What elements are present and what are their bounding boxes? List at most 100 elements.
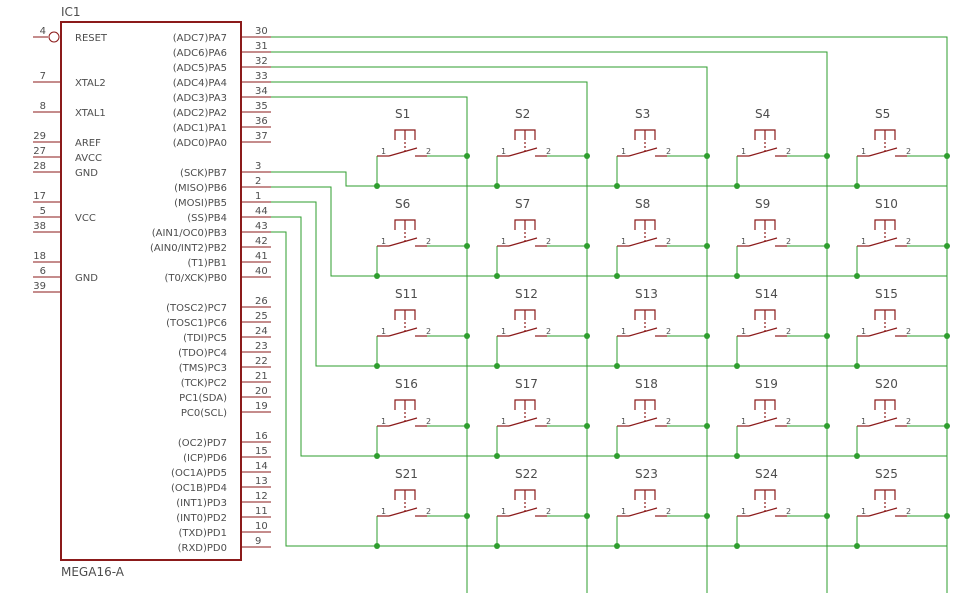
pin-label: (INT1)PD3 [176,498,227,509]
junction-dot [374,363,380,369]
switch-contact [868,327,898,337]
pin-label: (TDO)PC4 [178,348,227,359]
ic-right-pin: 16(OC2)PD7 [178,431,271,449]
switch-contact [748,147,778,157]
junction-dot [374,543,380,549]
ic-left-pin: 18 [33,251,61,263]
pin-number: 30 [255,26,268,37]
junction-dot [614,273,620,279]
junction-dot [464,153,470,159]
switch-pin1-label: 1 [741,327,746,336]
switch-pin1-label: 1 [381,237,386,246]
switch-pin2-label: 2 [906,237,911,246]
switch-label: S4 [755,107,770,121]
pin-number: 43 [255,221,268,232]
junction-dot [374,453,380,459]
inversion-bubble [48,31,60,43]
junction-dot [494,543,500,549]
ic-right-pin: 26(TOSC2)PC7 [166,296,271,314]
junction-dot [704,333,710,339]
pin-number: 14 [255,461,268,472]
pin-label: (OC2)PD7 [178,438,227,449]
switch-pin2-label: 2 [786,237,791,246]
pin-label: (TMS)PC3 [179,363,227,374]
ic-right-pin: 3(SCK)PB7 [180,161,271,179]
pin-label: (TDI)PC5 [183,333,227,344]
switch-pin1-label: 1 [621,147,626,156]
junction-dot [494,183,500,189]
junction-dot [824,153,830,159]
pin-label: (OC1B)PD4 [171,483,227,494]
junction-dot [854,363,860,369]
switch-pin2-label: 2 [426,237,431,246]
switch-pin1-label: 1 [741,507,746,516]
switch-contact [748,237,778,247]
ic-right-pin: 25(TOSC1)PC6 [166,311,271,329]
ic-mega16: IC1MEGA16-A4RESET7XTAL28XTAL129AREF27AVC… [33,5,271,579]
switch-pin2-label: 2 [666,147,671,156]
pin-label: (T0/XCK)PB0 [164,273,227,284]
ic-right-pin: 32(ADC5)PA5 [173,56,271,74]
ic-right-pin: 24(TDI)PC5 [183,326,271,344]
pin-number: 42 [255,236,268,247]
junction-dot [614,543,620,549]
pin-number: 11 [255,506,268,517]
switch-label: S18 [635,377,658,391]
junction-dot [824,513,830,519]
pin-label: (TOSC2)PC7 [166,303,227,314]
junction-dot [944,333,950,339]
switch-pin1-label: 1 [741,417,746,426]
switch-contact [748,417,778,427]
pin-label: (ICP)PD6 [183,453,227,464]
ic-right-pin: 42(AIN0/INT2)PB2 [150,236,271,254]
pin-label: AVCC [75,153,102,164]
pin-label: (TOSC1)PC6 [166,318,227,329]
pin-label: (ADC1)PA1 [173,123,227,134]
switch-pin2-label: 2 [786,507,791,516]
switch-label: S11 [395,287,418,301]
switch-pin2-label: 2 [906,417,911,426]
junction-dot [584,243,590,249]
junction-dot [704,153,710,159]
switch-contact [388,507,418,517]
junction-dot [734,363,740,369]
ic-right-pin: 34(ADC3)PA3 [173,86,271,104]
pin-number: 21 [255,371,268,382]
junction-dot [374,183,380,189]
pin-number: 1 [255,191,261,202]
pin-number: 6 [40,266,46,277]
ic-left-pin: 38 [33,221,61,233]
switch-pin1-label: 1 [501,507,506,516]
ic-right-pin: 35(ADC2)PA2 [173,101,271,119]
pin-number: 31 [255,41,268,52]
switch-pin1-label: 1 [741,237,746,246]
pin-number: 12 [255,491,268,502]
wires [271,36,948,593]
ic-left-pin: 17 [33,191,61,203]
junction-dot [464,423,470,429]
switch-contact [388,327,418,337]
switch-pin1-label: 1 [501,417,506,426]
pin-label: (TCK)PC2 [181,378,227,389]
pin-number: 27 [33,146,46,157]
switch-label: S19 [755,377,778,391]
pin-label: GND [75,273,98,284]
switch-contact [388,417,418,427]
junction-dot [704,423,710,429]
switch-contact [868,417,898,427]
switch-pin2-label: 2 [426,147,431,156]
switch-pin2-label: 2 [786,147,791,156]
pin-number: 4 [40,26,46,37]
ic-right-pin: 12 (INT1)PD3 [176,491,271,509]
switch-pin2-label: 2 [786,327,791,336]
junction-dot [704,243,710,249]
switch-contact [868,147,898,157]
switch-label: S21 [395,467,418,481]
junction-dot [824,333,830,339]
